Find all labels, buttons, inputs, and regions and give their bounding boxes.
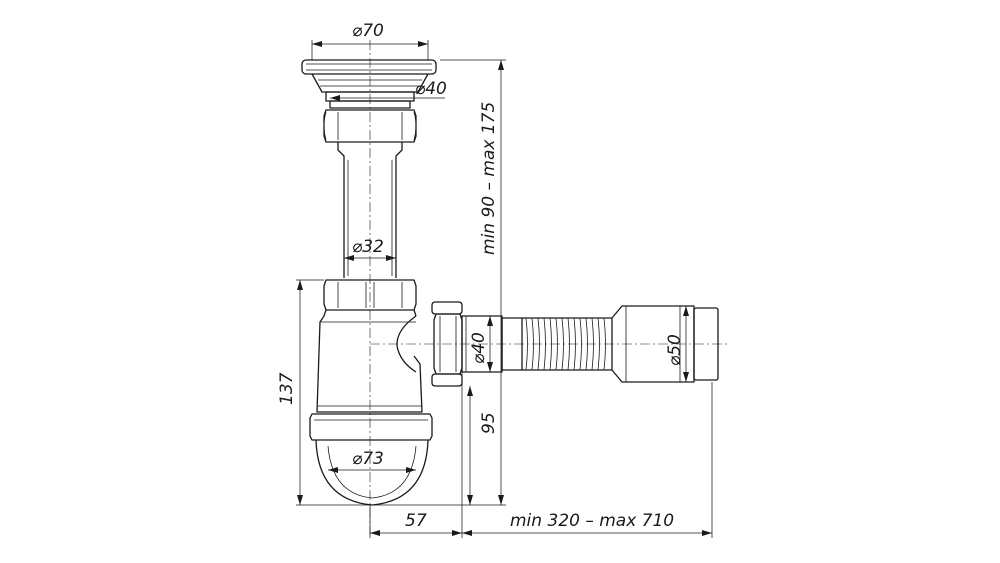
hose-rib: [537, 317, 540, 371]
label-outlet-height: 95: [479, 412, 499, 434]
hose-rib: [591, 317, 594, 371]
hose-rib: [531, 317, 534, 371]
hose-rib: [525, 317, 528, 371]
hose-rib: [603, 317, 606, 371]
top-grid: [301, 59, 437, 109]
label-top-flange-dia: ⌀70: [352, 21, 384, 41]
hose-rib: [549, 317, 552, 371]
label-body-height: 137: [277, 372, 297, 405]
label-grid-outlet-dia: ⌀40: [415, 79, 447, 99]
dimension-labels: ⌀70 ⌀40 ⌀32 ⌀73 ⌀40 ⌀50 min 90 – max 175…: [277, 21, 685, 531]
label-height-adjust: min 90 – max 175: [479, 102, 499, 255]
bottle-body: [316, 309, 423, 413]
hose-rib: [585, 317, 588, 371]
label-outlet-dia: ⌀40: [469, 332, 489, 364]
hose-rib: [561, 317, 564, 371]
dimension-lines: [296, 40, 713, 538]
label-corrugated-end-dia: ⌀50: [665, 334, 685, 366]
hose-rib: [579, 317, 582, 371]
center-lines: [369, 40, 730, 535]
label-hose-length: min 320 – max 710: [510, 511, 674, 531]
corrugated-hose: [501, 305, 719, 383]
hose-rib: [597, 317, 600, 371]
hose-rib: [573, 317, 576, 371]
upper-nut: [323, 109, 417, 143]
label-pipe-dia: ⌀32: [352, 237, 384, 257]
label-bowl-dia: ⌀73: [352, 449, 384, 469]
hose-rib: [543, 317, 546, 371]
label-outlet-offset: 57: [405, 511, 427, 531]
hose-rib: [555, 317, 558, 371]
hose-rib: [567, 317, 570, 371]
